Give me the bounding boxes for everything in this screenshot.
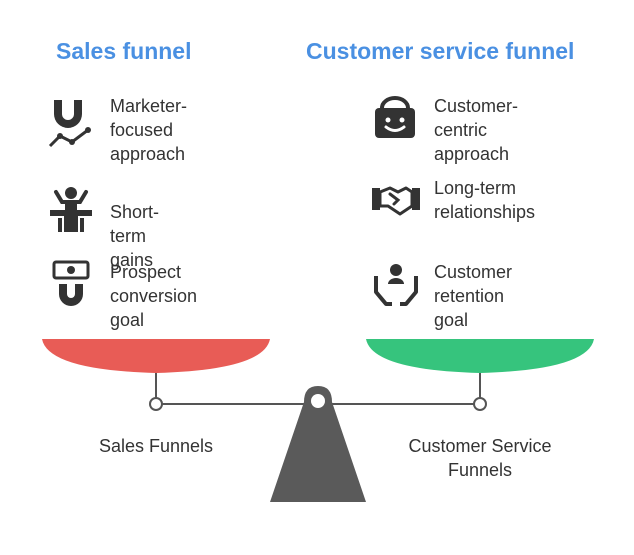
- left-item-text-2: Short-term gains: [110, 202, 160, 270]
- right-beam-joint: [473, 397, 487, 411]
- right-scale-pan: [366, 339, 594, 373]
- customer-service-funnel-title: Customer service funnel: [306, 38, 575, 64]
- right-item-text-1: Customer- centric approach: [434, 96, 519, 164]
- left-item-text-3: Prospect conversion goal: [110, 262, 198, 330]
- customer-service-funnels-label: Customer Service Funnels: [408, 436, 552, 480]
- person-on-pedestal-icon: [48, 186, 94, 232]
- money-magnet-icon: [50, 260, 96, 306]
- magnet-trend-icon: [48, 96, 94, 148]
- scale-stand: [270, 386, 366, 502]
- right-item-text-2: Long-term relationships: [434, 178, 536, 222]
- left-beam-joint: [149, 397, 163, 411]
- hands-holding-person-icon: [372, 262, 418, 308]
- handshake-icon: [372, 180, 420, 226]
- stand-pivot: [311, 394, 325, 408]
- left-item-text-1: Marketer- focused approach: [110, 96, 188, 164]
- left-scale-pan: [42, 339, 270, 373]
- sales-funnel-title: Sales funnel: [56, 38, 192, 64]
- sales-funnels-label: Sales Funnels: [98, 436, 214, 456]
- smiling-basket-icon: [372, 96, 418, 142]
- right-item-text-3: Customer retention goal: [434, 262, 513, 330]
